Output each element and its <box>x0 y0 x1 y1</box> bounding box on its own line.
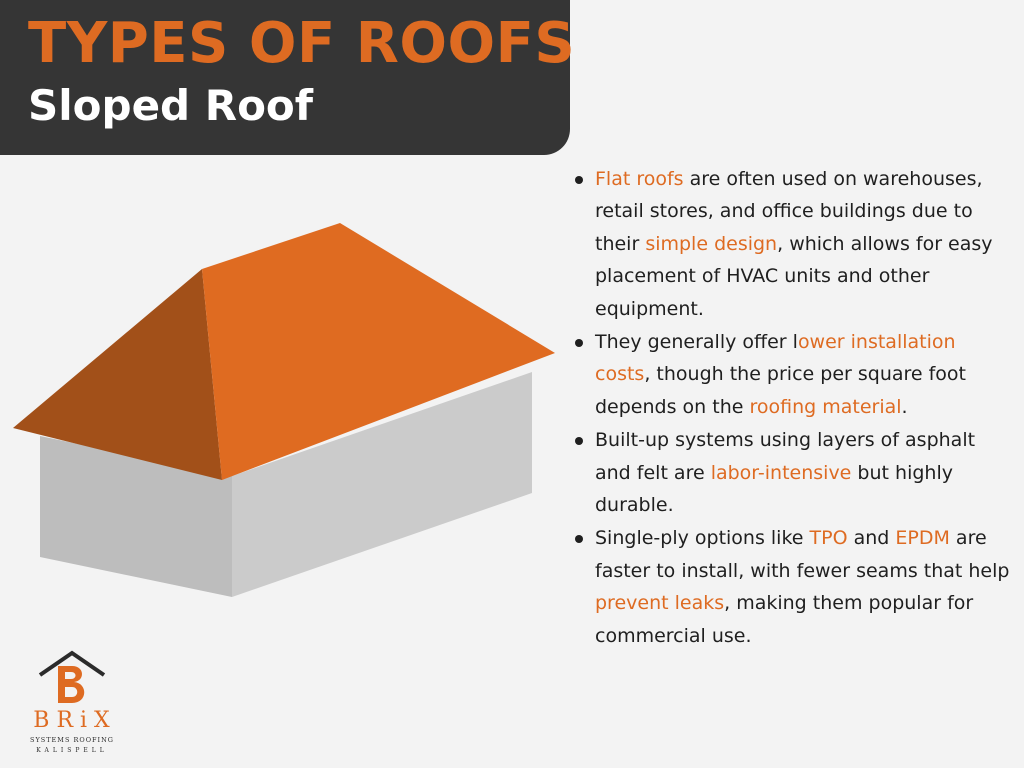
body-text: , which allows for easy placement of HVA… <box>595 232 993 320</box>
highlight-text: simple design <box>645 232 778 255</box>
highlight-text: TPO <box>809 527 848 550</box>
highlight-text: labor-intensive <box>710 461 852 484</box>
highlight-text: roofing material <box>749 395 902 418</box>
brand-city: KALISPELL <box>36 747 108 754</box>
roof-face-left <box>13 269 222 480</box>
page-title: TYPES OF ROOFS <box>28 11 576 76</box>
bullet-dot-icon <box>575 339 583 348</box>
body-text: but highly durable. <box>595 461 953 517</box>
body-text: are often used on warehouses, retail sto… <box>595 168 983 255</box>
body-text: , though the price per square foot depen… <box>595 363 967 418</box>
bullet-dot-icon <box>575 535 583 544</box>
highlight-text: ower installation costs <box>595 331 956 386</box>
house-wall-left <box>40 436 232 597</box>
brand-block: BRiX SYSTEMS ROOFING KALISPELL <box>22 648 122 760</box>
highlight-text: Flat roofs <box>595 168 684 190</box>
highlight-text: EPDM <box>895 527 950 550</box>
highlight-text: prevent leaks <box>595 592 725 615</box>
bullet-dot-icon <box>575 437 583 446</box>
bullet-dot-icon <box>575 176 583 184</box>
house-wall-right <box>232 372 532 597</box>
body-text: , making them popular for commercial use… <box>595 592 974 647</box>
bullet-item: Built-up systems using layers of asphalt… <box>572 424 1012 521</box>
hip-roof-house-icon <box>13 223 555 597</box>
body-text: Built-up systems using layers of asphalt… <box>595 429 976 484</box>
brand-tagline: SYSTEMS ROOFING <box>30 736 114 744</box>
body-text: and <box>847 527 896 550</box>
bullet-item: Single-ply options like TPO and EPDM are… <box>572 522 1012 652</box>
bullet-item: They generally offer lower installation … <box>572 326 1012 423</box>
brand-name: BRiX <box>33 708 117 733</box>
bullet-item: Flat roofs are often used on warehouses,… <box>572 163 1012 325</box>
roof-facts-list: Flat roofs are often used on warehouses,… <box>572 163 1012 653</box>
roof-face-front <box>202 223 555 480</box>
body-text: They generally offer l <box>595 331 798 354</box>
page-subtitle: Sloped Roof <box>28 81 314 130</box>
header-panel: TYPES OF ROOFS Sloped Roof <box>0 0 575 155</box>
brix-house-b-logo-icon <box>38 650 106 703</box>
body-text: Single-ply options like <box>595 527 810 550</box>
body-text: . <box>901 395 908 418</box>
body-text: are faster to install, with fewer seams … <box>595 527 1010 582</box>
